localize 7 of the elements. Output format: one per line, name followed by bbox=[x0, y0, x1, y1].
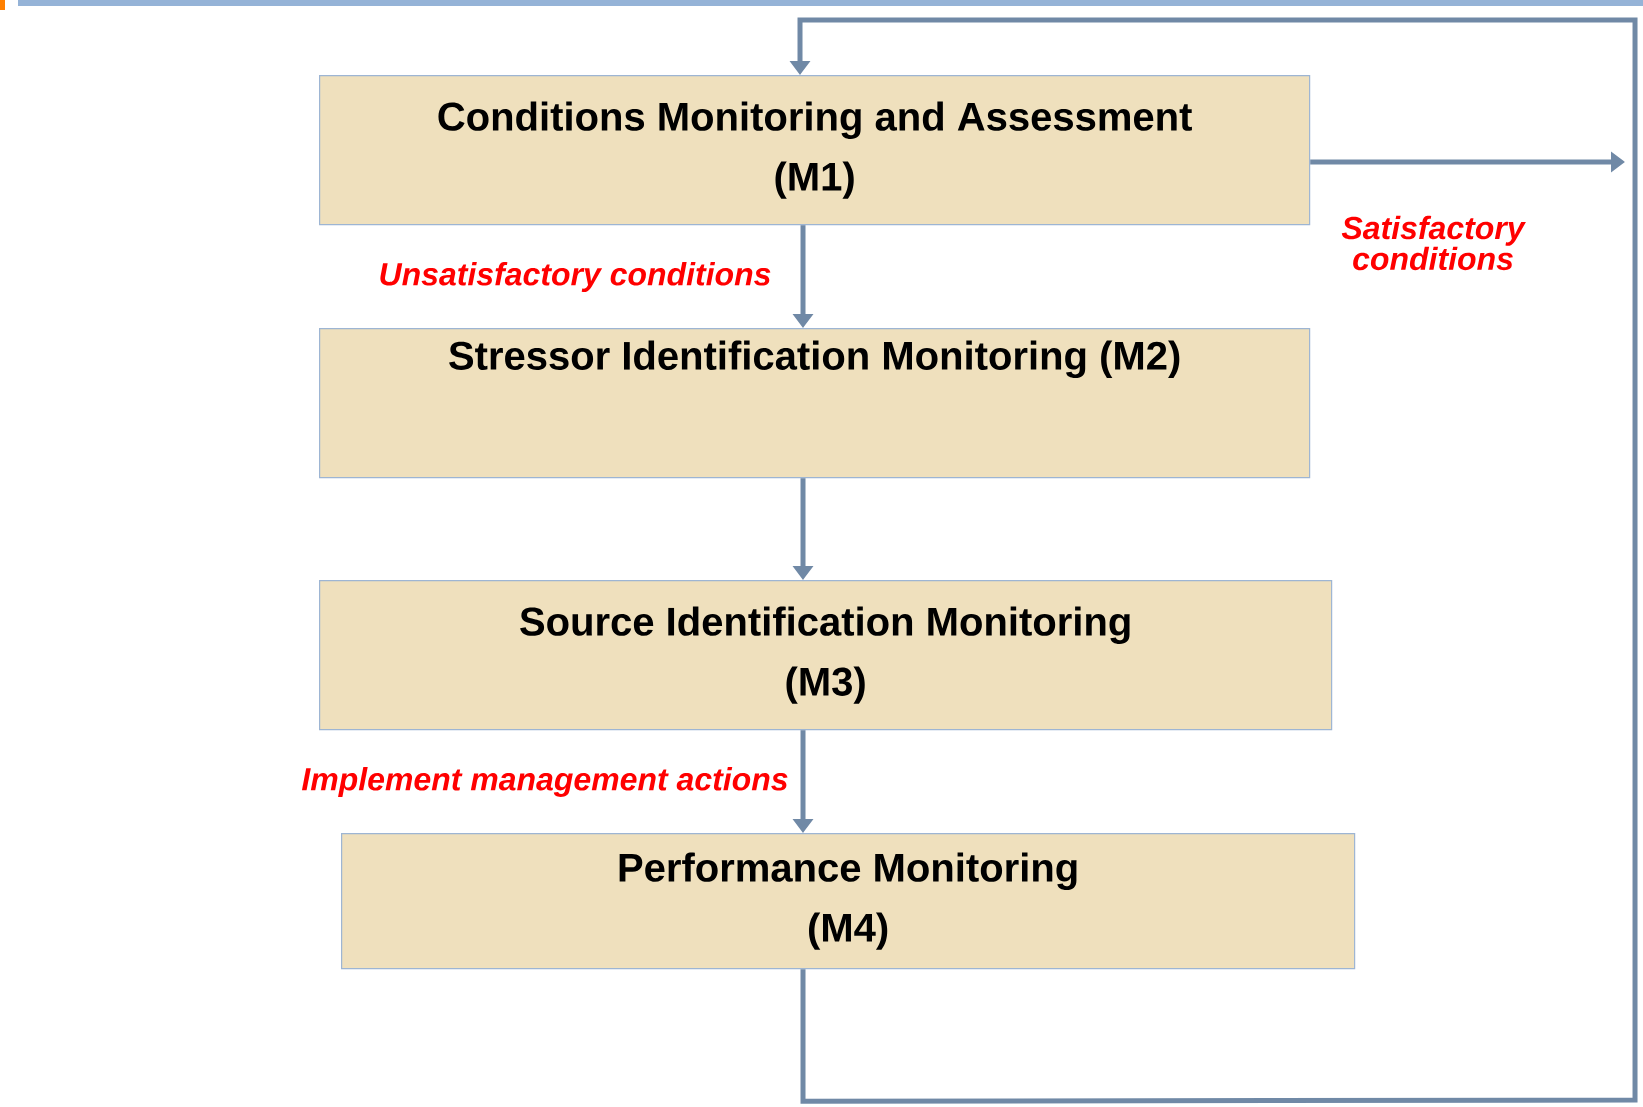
process-box: Stressor Identification Monitoring (M2) bbox=[319, 328, 1311, 479]
process-box: Conditions Monitoring and Assessment (M1) bbox=[319, 75, 1311, 226]
process-box: Performance Monitoring (M4) bbox=[341, 833, 1356, 970]
process-box: Source Identification Monitoring (M3) bbox=[319, 580, 1333, 731]
edge-label: Satisfactory conditions bbox=[1341, 215, 1526, 271]
edge-label: Unsatisfactory conditions bbox=[380, 262, 771, 292]
edge-label: Implement management actions bbox=[301, 767, 788, 797]
